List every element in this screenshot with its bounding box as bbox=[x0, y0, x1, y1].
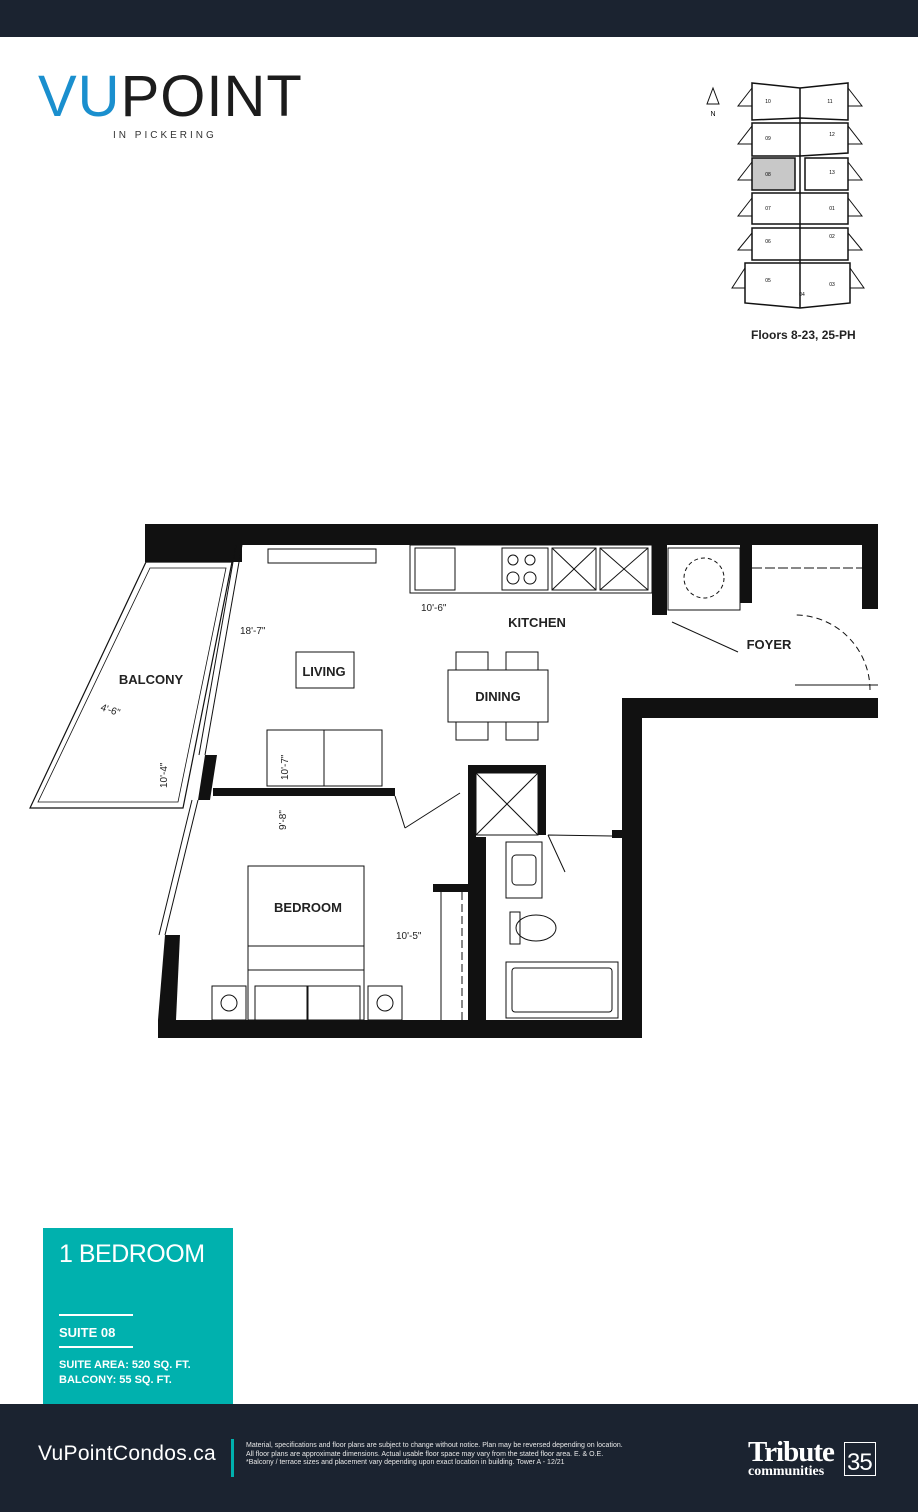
logo-subtitle: IN PICKERING bbox=[113, 130, 217, 141]
footer: VuPointCondos.ca Material, specification… bbox=[0, 1404, 918, 1512]
unit-label: 10 bbox=[765, 99, 771, 105]
top-bar bbox=[0, 0, 918, 37]
room-label-foyer: FOYER bbox=[747, 637, 792, 652]
accent-divider bbox=[231, 1439, 234, 1477]
anniversary-badge: 35 bbox=[844, 1442, 876, 1476]
suite-area: SUITE AREA: 520 SQ. FT. bbox=[59, 1359, 191, 1371]
key-plan-caption: Floors 8-23, 25-PH bbox=[751, 328, 856, 342]
unit-label: 03 bbox=[829, 282, 835, 288]
unit-label: 12 bbox=[829, 132, 835, 138]
vupoint-logo: VUPOINT IN PICKERING bbox=[38, 68, 308, 148]
logo-point: POINT bbox=[120, 64, 303, 129]
divider bbox=[59, 1314, 133, 1316]
unit-label: 09 bbox=[765, 136, 771, 142]
key-plan: N 10 11 09 12 08 13 07 01 06 02 05 04 03 bbox=[706, 82, 865, 309]
unit-label: 08 bbox=[765, 172, 771, 178]
floor-plan: BALCONY LIVING KITCHEN DINING FOYER BEDR… bbox=[29, 524, 878, 1038]
north-label: N bbox=[710, 111, 715, 118]
brand-top: Tribute bbox=[748, 1436, 835, 1468]
dimension-balcony-width: 4'-6" bbox=[99, 702, 122, 719]
dimension-living-length: 18'-7" bbox=[240, 626, 266, 637]
unit-label: 01 bbox=[829, 206, 835, 212]
room-label-balcony: BALCONY bbox=[119, 672, 184, 687]
dimension-kitchen-width: 10'-6" bbox=[421, 603, 447, 614]
brand-bottom: communities bbox=[748, 1464, 825, 1479]
room-label-dining: DINING bbox=[475, 689, 521, 704]
divider bbox=[59, 1346, 133, 1348]
room-label-bedroom: BEDROOM bbox=[274, 900, 342, 915]
suite-name: SUITE 08 bbox=[59, 1325, 116, 1340]
unit-label: 07 bbox=[765, 206, 771, 212]
unit-label: 05 bbox=[765, 278, 771, 284]
balcony-area: BALCONY: 55 SQ. FT. bbox=[59, 1374, 172, 1386]
suite-info-box: 1 BEDROOM SUITE 08 SUITE AREA: 520 SQ. F… bbox=[43, 1228, 233, 1404]
unit-label: 11 bbox=[827, 99, 832, 105]
website-link[interactable]: VuPointCondos.ca bbox=[38, 1442, 216, 1465]
dimension-living-width: 10'-7" bbox=[280, 754, 291, 780]
logo-vu: VU bbox=[38, 64, 121, 129]
dimension-bedroom-width: 9'-8" bbox=[278, 810, 289, 830]
room-label-living: LIVING bbox=[302, 664, 345, 679]
tribute-communities-logo: Tribute communities 35 bbox=[748, 1436, 878, 1482]
unit-label: 02 bbox=[829, 234, 835, 240]
dimension-balcony-length: 10'-4" bbox=[159, 762, 170, 788]
suite-type: 1 BEDROOM bbox=[59, 1240, 205, 1268]
walls bbox=[145, 524, 878, 1038]
disclaimer: Material, specifications and floor plans… bbox=[246, 1442, 623, 1466]
anniversary-number: 35 bbox=[847, 1449, 873, 1476]
unit-label: 06 bbox=[765, 239, 771, 245]
unit-label: 04 bbox=[799, 292, 805, 298]
unit-label: 13 bbox=[829, 170, 835, 176]
room-label-kitchen: KITCHEN bbox=[508, 615, 566, 630]
dimension-bedroom-length: 10'-5" bbox=[396, 931, 422, 942]
